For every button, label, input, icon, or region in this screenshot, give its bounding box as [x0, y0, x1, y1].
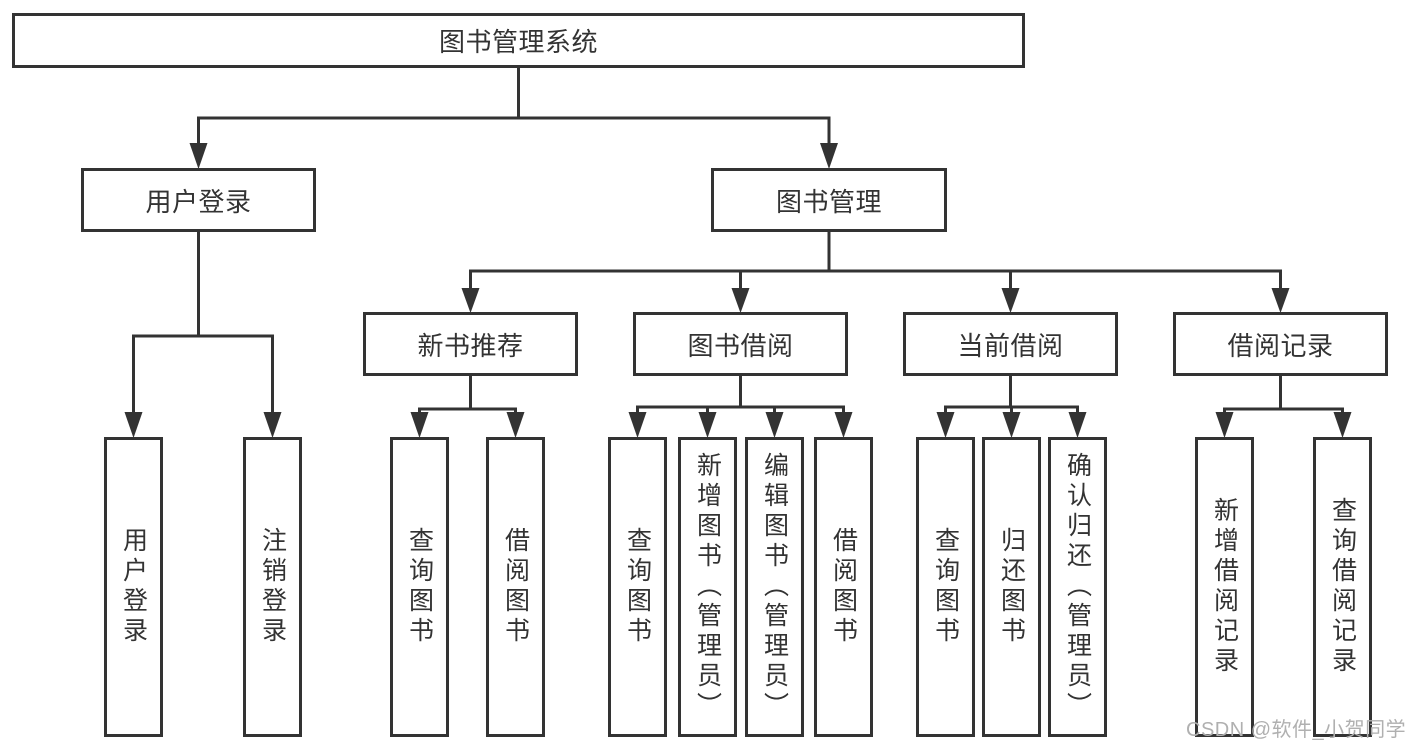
- node-bb-edit-books-admin: 编辑图书（管理员）: [745, 437, 804, 737]
- node-cb-confirm-return-admin-label: 确认归还（管理员）: [1063, 452, 1092, 722]
- node-logout-label: 注销登录: [258, 527, 287, 647]
- node-br-add-record-label: 新增借阅记录: [1210, 497, 1239, 677]
- node-cb-return-books-label: 归还图书: [997, 527, 1026, 647]
- node-nb-query-books: 查询图书: [390, 437, 449, 737]
- node-book-management-module: 图书管理: [711, 168, 947, 232]
- node-bb-query-books: 查询图书: [608, 437, 667, 737]
- node-cb-confirm-return-admin: 确认归还（管理员）: [1048, 437, 1107, 737]
- node-nb-borrow-books: 借阅图书: [486, 437, 545, 737]
- node-book-borrowing: 图书借阅: [633, 312, 848, 376]
- watermark-text: CSDN @软件_小贺同学: [1186, 719, 1405, 741]
- node-user-login: 用户登录: [104, 437, 163, 737]
- node-cb-query-books-label: 查询图书: [931, 527, 960, 647]
- node-br-query-record: 查询借阅记录: [1313, 437, 1372, 737]
- node-bb-borrow-books: 借阅图书: [814, 437, 873, 737]
- node-bb-borrow-books-label: 借阅图书: [829, 527, 858, 647]
- node-user-login-label: 用户登录: [119, 527, 148, 647]
- node-br-query-record-label: 查询借阅记录: [1328, 497, 1357, 677]
- node-borrowing-records: 借阅记录: [1173, 312, 1388, 376]
- node-cb-query-books: 查询图书: [916, 437, 975, 737]
- node-bb-edit-books-admin-label: 编辑图书（管理员）: [760, 452, 789, 722]
- node-bb-add-books-admin: 新增图书（管理员）: [678, 437, 737, 737]
- node-user-login-module: 用户登录: [81, 168, 316, 232]
- node-bb-query-books-label: 查询图书: [623, 527, 652, 647]
- node-logout: 注销登录: [243, 437, 302, 737]
- node-nb-borrow-books-label: 借阅图书: [501, 527, 530, 647]
- node-cb-return-books: 归还图书: [982, 437, 1041, 737]
- node-new-book-recommendation: 新书推荐: [363, 312, 578, 376]
- node-bb-add-books-admin-label: 新增图书（管理员）: [693, 452, 722, 722]
- node-nb-query-books-label: 查询图书: [405, 527, 434, 647]
- node-br-add-record: 新增借阅记录: [1195, 437, 1254, 737]
- node-current-borrowing: 当前借阅: [903, 312, 1118, 376]
- node-system-root: 图书管理系统: [12, 13, 1025, 68]
